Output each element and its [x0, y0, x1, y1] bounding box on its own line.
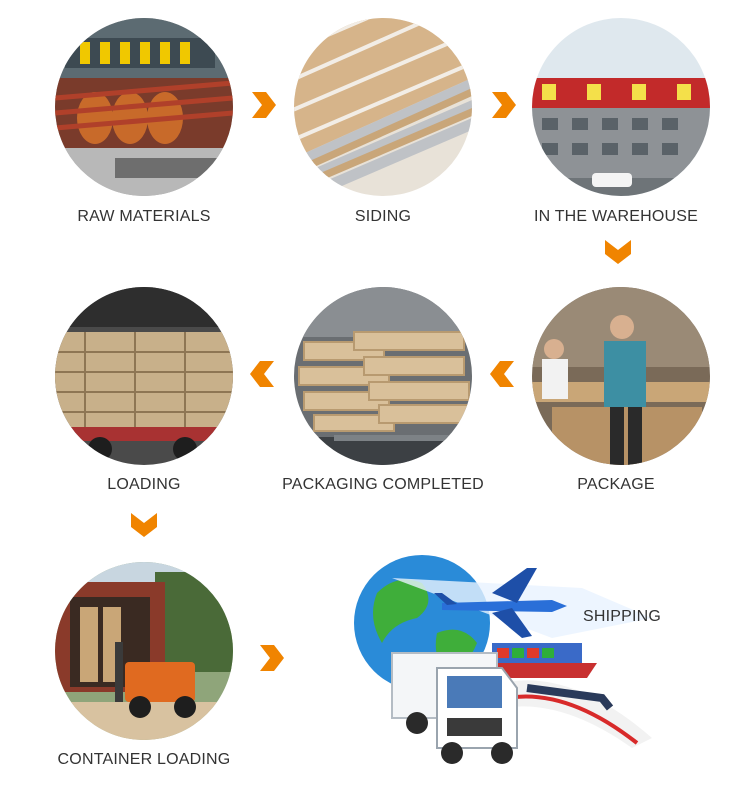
package-photo	[532, 287, 710, 465]
shipping-label: SHIPPING	[582, 608, 662, 625]
chevron-down-icon	[603, 236, 633, 266]
packaging-completed-photo	[294, 287, 472, 465]
loading-label: LOADING	[107, 476, 181, 493]
packaging-completed-label: PACKAGING COMPLETED	[282, 476, 484, 493]
chevron-right-icon	[248, 90, 278, 120]
chevron-right-icon	[256, 643, 286, 673]
warehouse-label: IN THE WAREHOUSE	[533, 208, 699, 225]
package-label: PACKAGE	[577, 476, 655, 493]
siding-label: SIDING	[354, 208, 412, 225]
container-loading-label: CONTAINER LOADING	[57, 751, 231, 768]
container-loading-photo	[55, 562, 233, 740]
raw-materials-photo	[55, 18, 233, 196]
raw-materials-label: RAW MATERIALS	[77, 208, 211, 225]
warehouse-photo	[532, 18, 710, 196]
chevron-left-icon	[248, 359, 278, 389]
chevron-left-icon	[488, 359, 518, 389]
chevron-right-icon	[488, 90, 518, 120]
chevron-down-icon	[129, 509, 159, 539]
siding-photo	[294, 18, 472, 196]
shipping-illustration	[352, 548, 662, 773]
loading-photo	[55, 287, 233, 465]
